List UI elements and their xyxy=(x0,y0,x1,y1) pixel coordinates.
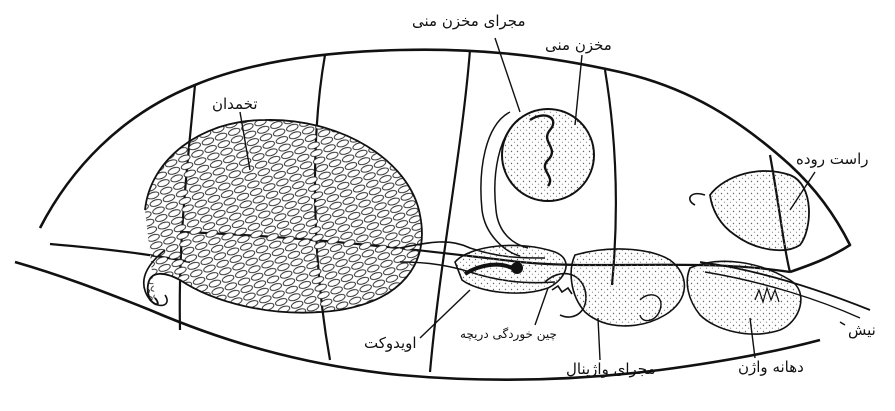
label-vaginal-duct: مجرای واژینال xyxy=(566,362,656,377)
ovary xyxy=(144,120,422,313)
label-rectum: راست روده xyxy=(796,152,869,167)
label-ovary: تخمدان xyxy=(212,97,258,112)
spermatheca xyxy=(502,109,594,201)
label-valve-folds: چین خوردگی دریچه xyxy=(460,328,557,340)
label-seminal-duct: مجرای مخزن منی xyxy=(412,14,526,29)
label-vulva: دهانه واژن xyxy=(738,360,804,375)
label-oviduct: اویدوکت xyxy=(364,336,417,351)
rectum xyxy=(690,171,809,250)
vaginal-duct-region xyxy=(571,249,684,326)
label-spermatheca: مخزن منی xyxy=(545,38,612,53)
label-sting: نیش xyxy=(848,323,876,338)
